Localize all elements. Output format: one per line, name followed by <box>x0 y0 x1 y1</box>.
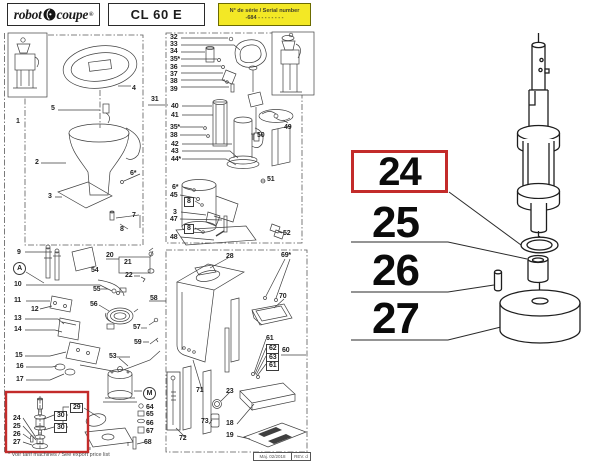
part-number-label: 39 <box>170 86 178 93</box>
part-number-label: 15 <box>15 352 23 359</box>
part-number-label: 3 <box>48 193 52 200</box>
part-number-label: 8 <box>184 197 194 207</box>
part-number-label: 16 <box>16 363 24 370</box>
part-number-label: 14 <box>14 326 22 333</box>
part-number-label: 4 <box>132 85 136 92</box>
part-number-label: 60 <box>282 347 290 354</box>
part-number-label: 26 <box>13 431 21 438</box>
part-number-label: 35* <box>170 56 180 63</box>
part-number-label: 30 <box>54 411 68 421</box>
detail-number-27: 27 <box>372 294 420 343</box>
part-number-label: 53 <box>109 353 117 360</box>
part-number-label: 7 <box>132 212 136 219</box>
part-number-label: 57 <box>133 324 141 331</box>
part-number-label: 38 <box>170 78 178 85</box>
part-number-label: 24 <box>13 415 21 422</box>
part-number-label: 44* <box>171 156 181 163</box>
part-number-label: 54 <box>91 267 99 274</box>
part-number-label: 25 <box>13 423 21 430</box>
serial-label: N° de série / Serial number <box>229 8 300 14</box>
part-number-label: 35* <box>170 124 180 131</box>
brand-text-pre: robot <box>13 6 42 22</box>
part-number-label: 42 <box>171 141 179 148</box>
part-number-label: 3 <box>173 209 177 216</box>
part-number-label: 36 <box>170 64 178 71</box>
part-number-label: 13 <box>14 315 22 322</box>
diagram-line-art <box>4 31 315 454</box>
part-number-label: 10 <box>14 281 22 288</box>
part-number-label: 1 <box>16 118 20 125</box>
part-number-label: 70 <box>279 293 287 300</box>
part-number-label: 45 <box>170 192 178 199</box>
detail-number-26: 26 <box>372 246 420 295</box>
part-number-label: 40 <box>171 103 179 110</box>
part-number-label: 56 <box>90 301 98 308</box>
part-number-label: 31 <box>151 96 159 103</box>
part-number-label: 51 <box>267 176 275 183</box>
part-number-label: 59 <box>134 339 142 346</box>
part-number-label: 52 <box>283 230 291 237</box>
part-number-label: 49 <box>284 124 292 131</box>
part-number-label: 27 <box>13 439 21 446</box>
revision-date: Maj. 02/2018 <box>259 454 286 459</box>
part-number-label: 65 <box>146 411 154 418</box>
part-number-label: 61 <box>266 335 274 342</box>
part-number-label: 58 <box>150 295 158 302</box>
part-number-label: 38 <box>170 132 178 139</box>
part-number-label: 48 <box>170 234 178 241</box>
serial-number-box: N° de série / Serial number -684 - - - -… <box>218 3 311 26</box>
part-number-label: 21 <box>124 259 132 266</box>
part-number-label: 6* <box>130 170 137 177</box>
part-number-label: 41 <box>171 112 179 119</box>
detail-number-24-highlighted: 24 <box>351 150 448 193</box>
part-number-label: 2 <box>35 159 39 166</box>
serial-value: -684 - - - - - - - - <box>245 14 284 21</box>
part-number-label: 17 <box>16 376 24 383</box>
part-number-label: 71 <box>196 387 204 394</box>
part-number-label: 72 <box>179 435 187 442</box>
price-list-footnote: * Voir tarif machines / See export price… <box>8 452 110 458</box>
part-number-label: 69* <box>281 252 291 259</box>
part-number-label: 8 <box>184 224 194 234</box>
circled-ref-label: M <box>143 387 156 400</box>
part-number-label: 23 <box>226 388 234 395</box>
part-number-label: 6* <box>172 184 179 191</box>
part-number-label: 47 <box>170 216 178 223</box>
part-number-label: 11 <box>14 297 21 304</box>
part-number-label: 61 <box>266 361 280 371</box>
part-number-label: 22 <box>125 272 133 279</box>
part-number-label: 37 <box>170 71 178 78</box>
part-number-label: 55 <box>93 286 101 293</box>
revision-box: Maj. 02/2018 REV. d <box>253 452 311 461</box>
part-number-label: 43 <box>171 148 179 155</box>
circled-ref-label: A <box>13 262 26 275</box>
part-number-label: 67 <box>146 428 154 435</box>
part-number-label: 34 <box>170 48 178 55</box>
brand-text-post: coupe <box>56 6 89 22</box>
part-number-label: 68 <box>144 439 152 446</box>
part-number-label: 64 <box>146 404 154 411</box>
part-number-label: 33 <box>170 41 178 48</box>
part-number-label: 19 <box>226 432 234 439</box>
part-number-label: 66 <box>146 420 154 427</box>
part-number-label: 9 <box>17 249 21 256</box>
part-number-label: 18 <box>226 420 234 427</box>
part-number-label: 50 <box>257 132 265 139</box>
part-number-label: 32 <box>170 34 178 41</box>
part-number-label: 73 <box>201 418 209 425</box>
part-number-label: 5 <box>51 105 55 112</box>
model-title: CL 60 E <box>108 3 205 26</box>
brand-registered-mark: ® <box>89 11 94 18</box>
part-number-label: 8 <box>120 226 124 233</box>
part-number-label: 28 <box>226 253 234 260</box>
detail-line-art <box>351 33 581 344</box>
detail-number-25: 25 <box>372 198 420 247</box>
part-number-label: 12 <box>31 306 39 313</box>
robot-coupe-blade-icon <box>43 8 56 21</box>
part-number-label: 30 <box>54 423 68 433</box>
brand-logo: robot coupe ® <box>7 3 100 26</box>
part-number-label: 20 <box>106 252 114 259</box>
part-number-label: 29 <box>70 403 84 413</box>
revision-code: REV. d <box>291 453 310 460</box>
